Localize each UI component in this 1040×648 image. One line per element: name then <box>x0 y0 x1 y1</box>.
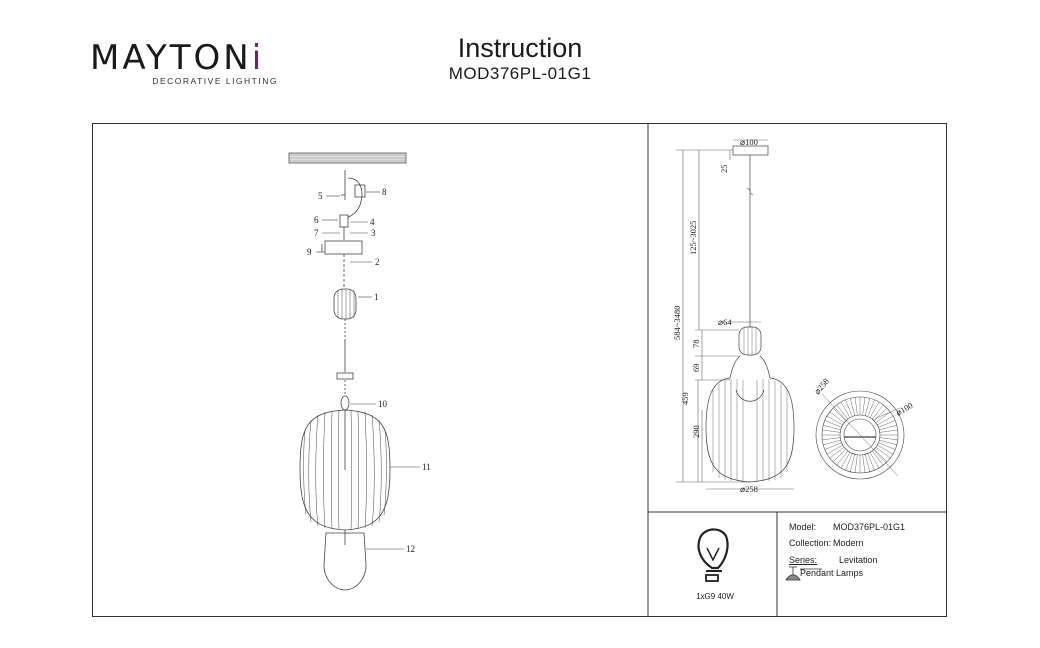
top-view-rib <box>867 399 875 417</box>
top-view-rib <box>878 420 896 428</box>
part-labels: 1 2 3 4 5 6 7 8 9 10 11 12 <box>307 187 431 554</box>
top-view-rib <box>849 454 856 472</box>
brand-logo: MAYTONi DECORATIVE LIGHTING <box>90 38 280 86</box>
top-view-rib <box>874 449 888 463</box>
assembly-diagram <box>288 152 407 591</box>
top-view-rib <box>875 411 891 423</box>
top-view-rib <box>879 439 897 446</box>
dim-canopy-diameter: ⌀100 <box>740 137 758 147</box>
part-leaders <box>316 191 420 550</box>
spec-val-model: MOD376PL-01G1 <box>833 522 906 532</box>
dim-canopy-height: 25 <box>719 165 729 174</box>
top-view-rib <box>840 401 851 418</box>
spec-val-series: Levitation <box>839 555 878 565</box>
spec-key-collection: Collection: <box>789 538 832 548</box>
top-view-rib <box>822 429 841 433</box>
top-view-rib <box>875 447 891 459</box>
top-view-rib <box>849 398 856 416</box>
top-view-rib <box>824 420 842 428</box>
spec-key-series: Series: <box>789 555 818 565</box>
top-view-rib <box>869 452 880 469</box>
model-code: MOD376PL-01G1 <box>448 64 592 83</box>
top-view-rib <box>854 397 858 416</box>
dim-neck-height: 69 <box>691 364 701 373</box>
top-view-rib <box>832 407 846 421</box>
dim-cable-length: 125~3025 <box>688 221 698 255</box>
top-view-rib <box>845 453 853 471</box>
dim-connector-height: 78 <box>691 340 701 349</box>
dim-shade-diameter: ⌀258 <box>740 484 758 494</box>
pendant-lamp-icon <box>785 566 822 581</box>
top-view-rib <box>829 447 845 459</box>
top-view-rib <box>878 442 896 450</box>
dim-top-view-canopy-diameter: ⌀100 <box>894 400 914 418</box>
bulb-icon <box>697 528 729 582</box>
part-label-7: 7 <box>314 228 319 238</box>
top-view-rib <box>877 444 894 455</box>
top-view-rib <box>879 437 898 441</box>
spec-key-model: Model: <box>789 522 817 532</box>
page-title: Instruction <box>457 33 583 63</box>
top-view-rib <box>862 454 866 473</box>
part-label-6: 6 <box>314 215 319 225</box>
top-view-rib <box>879 429 898 433</box>
top-view-rib <box>823 439 841 446</box>
top-view-rib <box>822 437 841 441</box>
brand-tagline: DECORATIVE LIGHTING <box>152 76 278 86</box>
dim-lower-shade-height: 290 <box>691 425 701 438</box>
dim-connector-diameter: ⌀64 <box>718 317 732 327</box>
top-view-rib <box>836 404 848 420</box>
top-view-rib <box>840 452 851 469</box>
part-label-3: 3 <box>371 228 376 238</box>
top-view-rib <box>832 449 846 463</box>
part-label-12: 12 <box>406 544 415 554</box>
top-view-rib <box>867 453 875 471</box>
part-label-9: 9 <box>307 247 312 257</box>
part-label-10: 10 <box>378 399 388 409</box>
top-view-rib <box>877 415 894 426</box>
top-view-rib <box>879 424 897 431</box>
top-view-rib <box>862 397 866 416</box>
part-label-8: 8 <box>382 187 387 197</box>
dimension-side-view <box>676 139 795 490</box>
top-view-rib <box>854 454 858 473</box>
dim-shade-height: 459 <box>680 392 690 405</box>
top-view-rib <box>845 399 853 417</box>
spec-val-collection: Modern <box>833 538 864 548</box>
dimension-top-view <box>815 390 905 480</box>
top-view-rib <box>824 442 842 450</box>
top-view-rib <box>826 415 843 426</box>
top-view-rib <box>869 401 880 418</box>
top-view-rib <box>836 450 848 466</box>
page-header: Instruction MOD376PL-01G1 <box>430 32 610 84</box>
top-view-rib <box>829 411 845 423</box>
top-view-rib <box>874 407 888 421</box>
part-label-2: 2 <box>375 257 380 267</box>
part-label-4: 4 <box>370 217 375 227</box>
brand-name: MAYTONi <box>90 38 265 78</box>
top-view-rib <box>864 454 871 472</box>
part-label-11: 11 <box>422 462 431 472</box>
part-label-1: 1 <box>374 292 379 302</box>
bulb-spec: 1xG9 40W <box>696 592 734 601</box>
spec-val-type: Pendant Lamps <box>800 568 864 578</box>
top-view-rib <box>823 424 841 431</box>
top-view-rib <box>872 404 884 420</box>
drawing-frame <box>92 123 947 617</box>
top-view-rib <box>864 398 871 416</box>
top-view-rib <box>826 444 843 455</box>
part-label-5: 5 <box>318 191 323 201</box>
dim-total-height: 584~3480 <box>672 306 682 340</box>
top-view-rib <box>872 450 884 466</box>
dim-top-view-diameter: ⌀258 <box>812 376 831 396</box>
